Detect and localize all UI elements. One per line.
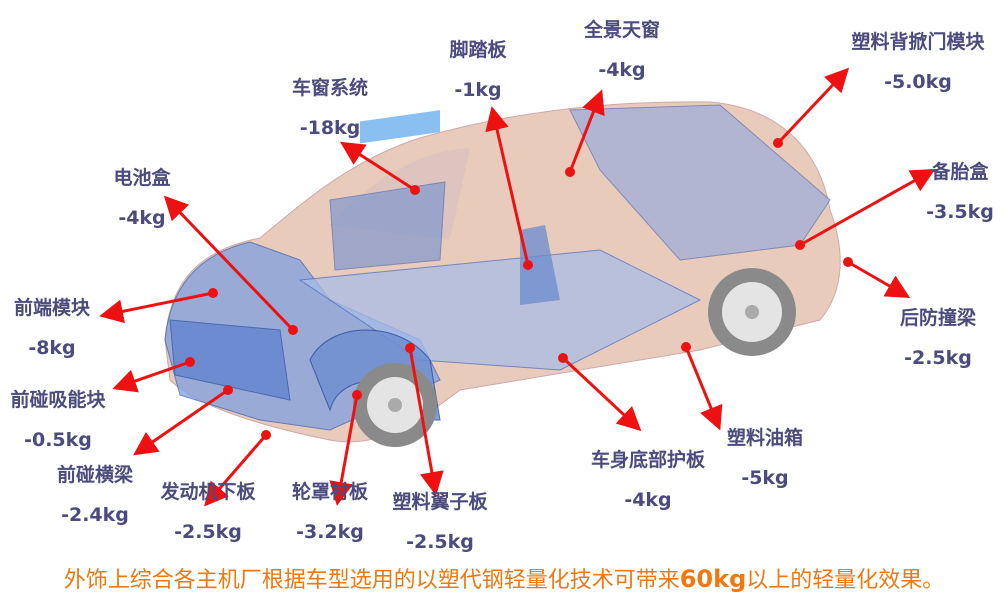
part-weight: -1kg	[454, 79, 502, 101]
part-weight: -2.5kg	[174, 521, 242, 543]
part-name: 脚踏板	[449, 39, 507, 61]
summary-caption: 外饰上综合各主机厂根据车型选用的以塑代钢轻量化技术可带来60kg以上的轻量化效果…	[0, 562, 1008, 594]
callout-dot	[223, 385, 233, 395]
callout-dot	[773, 138, 783, 148]
part-label: 前端模块 -8kg	[14, 288, 90, 368]
part-name: 前端模块	[13, 297, 91, 319]
part-weight: -3.2kg	[296, 521, 364, 543]
part-weight: -8kg	[28, 337, 76, 359]
callout-dot	[795, 240, 805, 250]
callout-arrow	[799, 169, 936, 247]
caption-highlight: 60kg	[679, 565, 747, 593]
callout-arrow	[329, 394, 359, 506]
part-label: 塑料背掀门模块 -5.0kg	[851, 22, 984, 102]
callout-arrow	[99, 291, 214, 324]
part-label: 全景天窗 -4kg	[584, 10, 660, 90]
callout-arrow	[204, 434, 268, 507]
part-name: 发动机下板	[160, 481, 256, 503]
callout-arrow	[485, 106, 530, 266]
callout-dot	[410, 185, 420, 195]
part-name: 前碰横梁	[56, 464, 134, 486]
caption-prefix: 外饰上综合各主机厂根据车型选用的以塑代钢轻量化技术可带来	[63, 568, 680, 593]
part-weight: -3.5kg	[926, 201, 994, 223]
part-weight: -2.4kg	[61, 504, 129, 526]
part-weight: -4kg	[624, 489, 672, 511]
part-name: 全景天窗	[583, 19, 661, 41]
part-label: 前碰吸能块 -0.5kg	[10, 380, 105, 460]
part-name: 车窗系统	[291, 77, 369, 99]
part-weight: -2.5kg	[904, 347, 972, 369]
part-label: 备胎盒 -3.5kg	[926, 152, 994, 232]
callout-dot	[208, 288, 218, 298]
part-name: 前碰吸能块	[10, 389, 106, 411]
part-weight: -4kg	[118, 207, 166, 229]
part-label: 车身底部护板 -4kg	[591, 440, 705, 520]
callout-dot	[405, 343, 415, 353]
callout-arrow	[339, 141, 416, 192]
part-label: 发动机下板 -2.5kg	[160, 472, 255, 552]
part-label: 后防撞梁 -2.5kg	[900, 298, 976, 378]
part-label: 塑料翼子板 -2.5kg	[392, 482, 487, 562]
callout-dot	[288, 325, 298, 335]
part-label: 塑料油箱 -5kg	[727, 418, 803, 498]
part-name: 备胎盒	[931, 161, 989, 183]
callout-arrows	[99, 67, 936, 507]
callout-dot	[843, 257, 853, 267]
callout-arrow	[568, 89, 605, 173]
callout-dot	[261, 430, 271, 440]
part-weight: -18kg	[299, 117, 361, 139]
callout-dot	[352, 390, 362, 400]
callout-dot	[523, 260, 533, 270]
callout-arrow	[133, 388, 229, 456]
part-label: 车窗系统 -18kg	[292, 68, 368, 148]
callout-dot	[565, 167, 575, 177]
callout-arrow	[684, 346, 723, 431]
part-name: 后防撞梁	[899, 307, 977, 329]
part-label: 电池盒 -4kg	[113, 158, 170, 238]
callout-arrow	[847, 260, 911, 299]
callout-dot	[185, 357, 195, 367]
callout-arrow	[163, 195, 295, 332]
part-name: 塑料背掀门模块	[851, 31, 985, 53]
part-weight: -5kg	[741, 467, 789, 489]
part-label: 轮罩衬板 -3.2kg	[292, 472, 368, 552]
part-weight: -4kg	[598, 59, 646, 81]
rear-wheel	[708, 268, 796, 356]
car-body	[164, 101, 841, 443]
callout-arrow	[561, 356, 642, 432]
part-weight: -0.5kg	[24, 429, 92, 451]
callout-arrow	[112, 360, 191, 393]
callout-arrow	[776, 67, 850, 145]
part-name: 塑料翼子板	[392, 491, 488, 513]
part-label: 前碰横梁 -2.4kg	[57, 455, 133, 535]
callout-arrow	[408, 347, 444, 496]
part-name: 轮罩衬板	[291, 481, 369, 503]
part-name: 车身底部护板	[590, 449, 706, 471]
part-weight: -2.5kg	[406, 531, 474, 553]
callout-dot	[558, 353, 568, 363]
callout-dot	[681, 342, 691, 352]
part-weight: -5.0kg	[884, 71, 952, 93]
part-name: 电池盒	[113, 167, 171, 189]
caption-suffix: 以上的轻量化效果。	[746, 568, 945, 593]
part-name: 塑料油箱	[726, 427, 804, 449]
part-label: 脚踏板 -1kg	[449, 30, 506, 110]
